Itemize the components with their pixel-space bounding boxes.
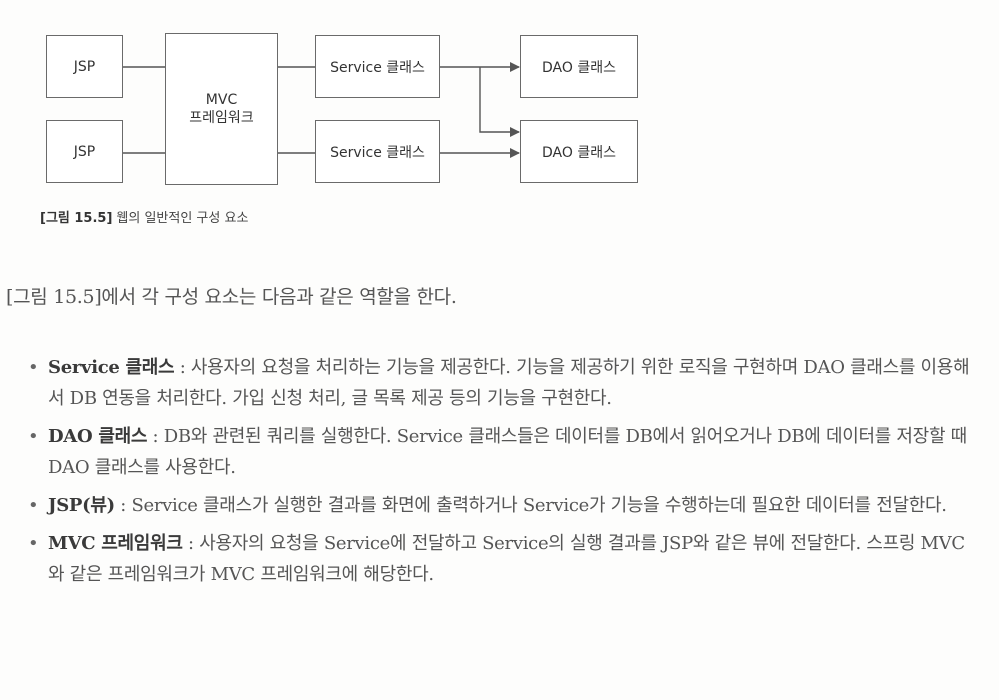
intro-paragraph: [그림 15.5]에서 각 구성 요소는 다음과 같은 역할을 한다.	[6, 286, 457, 308]
figure-caption-label: [그림 15.5]	[40, 211, 113, 226]
list-item-description: : DB와 관련된 쿼리를 실행한다. Service 클래스들은 데이터를 D…	[48, 426, 967, 478]
service-box-bottom: Service 클래스	[315, 120, 440, 183]
list-item: Service 클래스 : 사용자의 요청을 처리하는 기능을 제공한다. 기능…	[28, 352, 978, 414]
jsp-box-top-label: JSP	[73, 58, 96, 75]
mvc-box-label-line2: 프레임워크	[189, 110, 254, 126]
list-item-term: DAO 클래스	[48, 426, 148, 447]
role-description-list: Service 클래스 : 사용자의 요청을 처리하는 기능을 제공한다. 기능…	[28, 352, 978, 597]
diagram-connectors	[123, 62, 520, 158]
figure-caption: [그림 15.5]웹의 일반적인 구성 요소	[40, 207, 248, 226]
list-item-description: : 사용자의 요청을 처리하는 기능을 제공한다. 기능을 제공하기 위한 로직…	[48, 357, 970, 409]
mvc-box-label-line1: MVC	[205, 92, 238, 108]
dao-box-top: DAO 클래스	[520, 35, 638, 98]
arrow-service-top-dao-bottom	[479, 67, 520, 137]
jsp-box-top: JSP	[46, 35, 123, 98]
figure-caption-text: 웹의 일반적인 구성 요소	[116, 211, 249, 226]
dao-box-bottom-label: DAO 클래스	[542, 144, 616, 161]
service-box-top: Service 클래스	[315, 35, 440, 98]
list-item-term: Service 클래스	[48, 357, 175, 378]
dao-box-bottom: DAO 클래스	[520, 120, 638, 183]
mvc-framework-box: MVC 프레임워크	[165, 33, 278, 185]
list-item: DAO 클래스 : DB와 관련된 쿼리를 실행한다. Service 클래스들…	[28, 421, 978, 483]
list-item: JSP(뷰) : Service 클래스가 실행한 결과를 화면에 출력하거나 …	[28, 490, 978, 521]
list-item-description: : 사용자의 요청을 Service에 전달하고 Service의 실행 결과를…	[48, 533, 965, 585]
jsp-box-bottom: JSP	[46, 120, 123, 183]
dao-box-top-label: DAO 클래스	[542, 59, 616, 76]
jsp-box-bottom-label: JSP	[73, 143, 96, 160]
list-item-term: JSP(뷰)	[48, 495, 115, 516]
list-item: MVC 프레임워크 : 사용자의 요청을 Service에 전달하고 Servi…	[28, 528, 978, 590]
service-box-bottom-label: Service 클래스	[330, 144, 425, 161]
list-item-term: MVC 프레임워크	[48, 533, 183, 554]
list-item-description: : Service 클래스가 실행한 결과를 화면에 출력하거나 Service…	[114, 495, 947, 516]
service-box-top-label: Service 클래스	[330, 59, 425, 76]
